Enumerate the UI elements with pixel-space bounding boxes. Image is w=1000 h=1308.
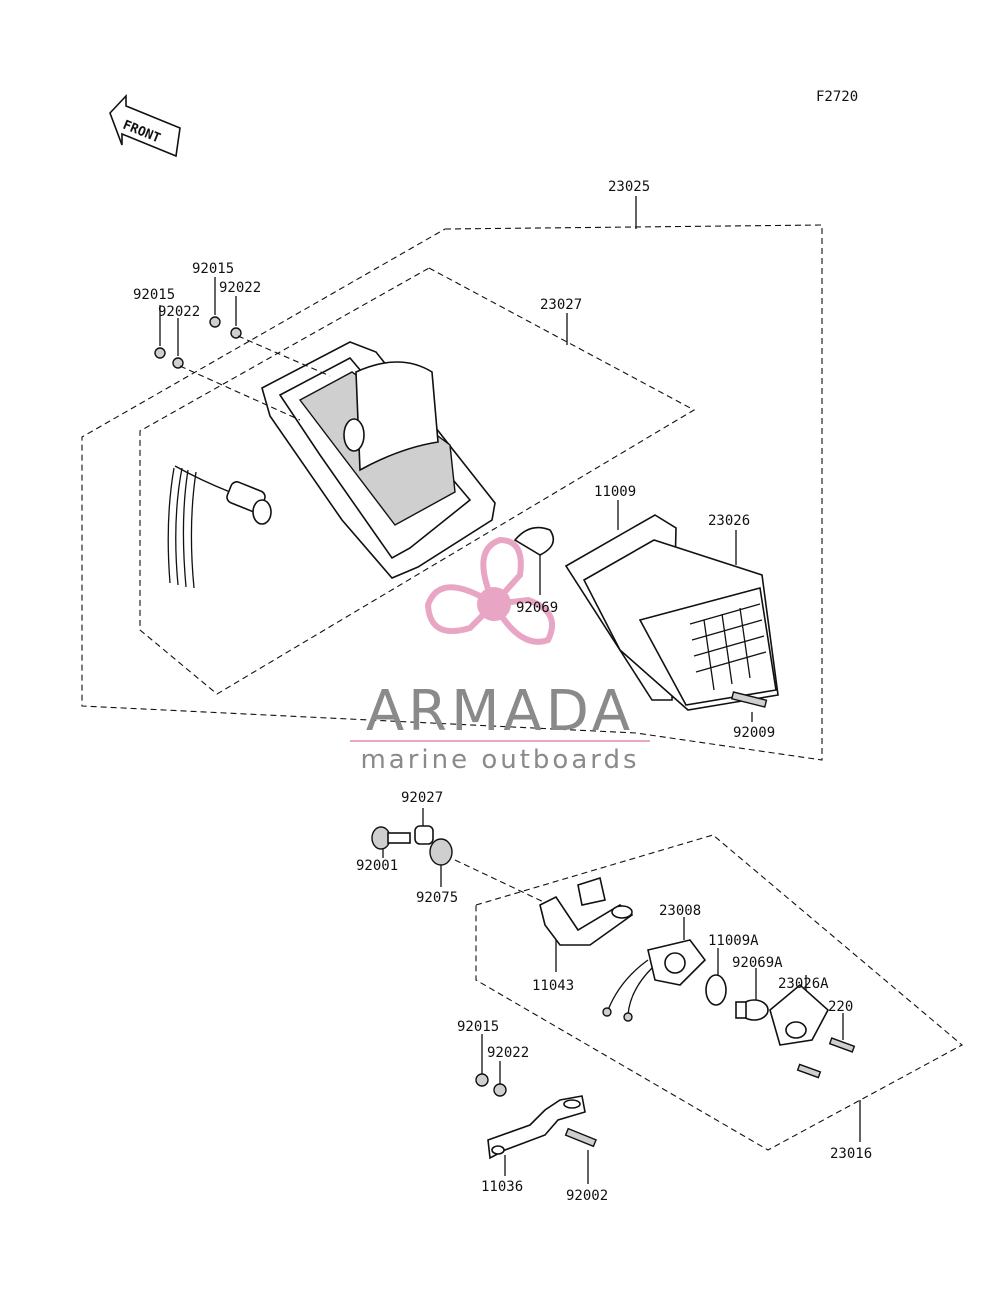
part-label: 23026 [708,513,750,529]
part-label: 11043 [532,978,574,994]
part-label: 92015 [192,261,234,277]
part-label: 11036 [481,1179,523,1195]
nuts-upper [154,277,331,421]
part-label: 92022 [158,304,200,320]
brand-name: ARMADA [366,679,634,744]
part-label: 11009A [708,933,759,949]
armada-logo: ARMADA marine outboards [350,536,650,775]
part-label: 23027 [540,297,582,313]
gasket-11009A [705,974,727,1006]
taillight-assembly-upper [81,196,823,761]
bulb-socket-wiring [167,465,272,589]
grommet-92075 [429,838,453,887]
collar-92027 [414,808,434,845]
lens-grid [689,603,767,691]
gasket-92069 [513,526,555,556]
screw-92009 [730,691,768,722]
part-label: 92002 [566,1188,608,1204]
part-label: 92027 [401,790,443,806]
front-arrow-icon: FRONT [109,93,181,158]
part-label: 23026A [778,976,829,992]
bracket-11043 [539,876,634,972]
part-label: 220 [828,999,853,1015]
part-label: 23016 [830,1146,872,1162]
part-label: 92022 [219,280,261,296]
part-label: 92075 [416,890,458,906]
propeller-icon [424,536,555,645]
taillight-housing [261,341,496,579]
socket-23008 [602,917,707,1022]
part-label: 92001 [356,858,398,874]
taillight-lens-assembly [564,500,779,711]
part-label: 23025 [608,179,650,195]
part-label: 11009 [594,484,636,500]
part-labels: 23025 23027 92015 92022 92015 92022 1100… [133,179,872,1204]
license-light-assembly [371,808,963,1184]
lens-23026A [769,975,830,1046]
brand-tagline: marine outboards [360,745,639,775]
part-label: 92069A [732,955,783,971]
bolt-92001 [371,826,411,858]
screws-220 [796,1013,856,1079]
diagram-code: F2720 [816,89,858,105]
bracket-11036 [487,1095,586,1176]
part-label: 92009 [733,725,775,741]
bolt-92002 [564,1127,597,1184]
part-label: 92015 [133,287,175,303]
part-label: 92015 [457,1019,499,1035]
part-label: 92022 [487,1045,529,1061]
bulb-92069A [735,968,769,1021]
part-label: 23008 [659,903,701,919]
nuts-lower [475,1034,507,1097]
part-label: 92069 [516,600,558,616]
